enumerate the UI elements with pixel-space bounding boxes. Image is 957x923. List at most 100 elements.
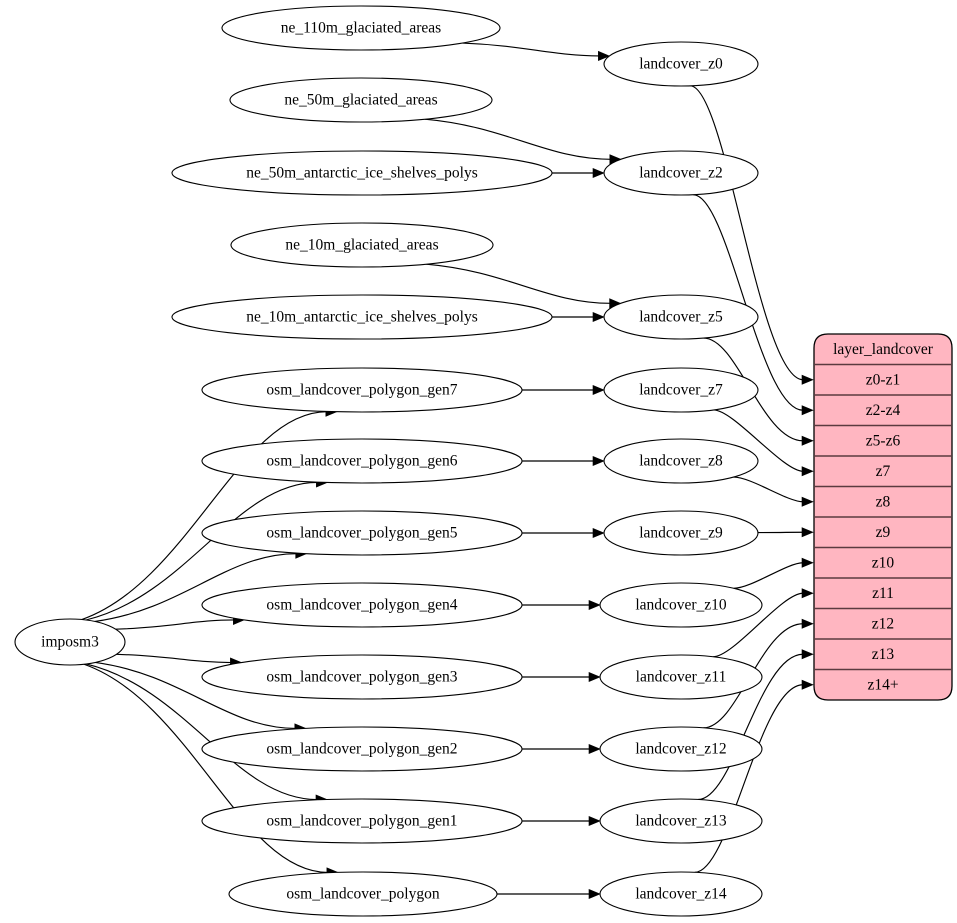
record-row-z7[interactable]: z7 bbox=[876, 463, 891, 480]
node-landcover_z11[interactable]: landcover_z11 bbox=[599, 654, 763, 700]
node-label: osm_landcover_polygon_gen5 bbox=[266, 525, 457, 542]
node-label: imposm3 bbox=[41, 634, 99, 651]
node-shape bbox=[603, 41, 759, 87]
node-shape bbox=[201, 582, 523, 628]
arrow-head bbox=[592, 527, 605, 539]
edge-imposm3-to-osm_landcover_polygon_gen5 bbox=[94, 553, 297, 623]
node-osm_landcover_polygon_gen1[interactable]: osm_landcover_polygon_gen1 bbox=[201, 798, 523, 844]
node-osm_landcover_polygon_gen4[interactable]: osm_landcover_polygon_gen4 bbox=[201, 582, 523, 628]
node-shape bbox=[599, 582, 763, 628]
record-node-layer: layer_landcover z0-z1 z2-z4 z5-z6 z7 z8 z9 z10 z… bbox=[813, 333, 953, 701]
edge-landcover_z2-to-z2-z4 bbox=[693, 194, 804, 411]
node-shape bbox=[599, 871, 763, 917]
node-landcover_z7[interactable]: landcover_z7 bbox=[603, 367, 759, 413]
node-shape bbox=[599, 654, 763, 700]
node-ne_50m_glaciated_areas[interactable]: ne_50m_glaciated_areas bbox=[229, 77, 493, 123]
record-row-z10[interactable]: z10 bbox=[872, 554, 895, 571]
node-label: landcover_z7 bbox=[639, 382, 723, 399]
node-label: landcover_z12 bbox=[635, 741, 726, 758]
edge-landcover_z0-to-z0-z1 bbox=[690, 85, 804, 381]
node-label: ne_50m_glaciated_areas bbox=[284, 92, 437, 109]
node-osm_landcover_polygon_gen6[interactable]: osm_landcover_polygon_gen6 bbox=[201, 438, 523, 484]
node-shape bbox=[201, 798, 523, 844]
edge-landcover_z14-to-z14+ bbox=[694, 684, 804, 873]
node-label: landcover_z9 bbox=[639, 525, 723, 542]
arrow-head bbox=[598, 50, 611, 61]
node-landcover_z13[interactable]: landcover_z13 bbox=[599, 798, 763, 844]
node-shape bbox=[201, 367, 523, 413]
record-row-z8[interactable]: z8 bbox=[876, 493, 891, 510]
record-row-z14+[interactable]: z14+ bbox=[867, 676, 898, 693]
node-imposm3[interactable]: imposm3 bbox=[14, 618, 126, 666]
edge-ne_50m_glaciated_areas-to-landcover_z2 bbox=[424, 118, 611, 160]
node-landcover_z0[interactable]: landcover_z0 bbox=[603, 41, 759, 87]
record-row-z9[interactable]: z9 bbox=[876, 524, 891, 541]
node-label: landcover_z8 bbox=[639, 453, 723, 470]
node-shape bbox=[171, 150, 553, 196]
node-ne_10m_glaciated_areas[interactable]: ne_10m_glaciated_areas bbox=[230, 222, 494, 268]
arrow-head bbox=[801, 588, 814, 599]
arrow-head bbox=[801, 649, 814, 660]
edge-imposm3-to-osm_landcover_polygon_gen2 bbox=[95, 661, 296, 729]
node-shape bbox=[603, 150, 759, 196]
edge-landcover_z8-to-z8 bbox=[733, 476, 804, 503]
node-label: osm_landcover_polygon_gen4 bbox=[266, 597, 457, 614]
node-shape bbox=[599, 726, 763, 772]
arrow-head bbox=[801, 405, 814, 416]
node-landcover_z10[interactable]: landcover_z10 bbox=[599, 582, 763, 628]
node-landcover_z8[interactable]: landcover_z8 bbox=[603, 438, 759, 484]
record-row-z2-z4[interactable]: z2-z4 bbox=[866, 402, 901, 419]
node-ne_110m_glaciated_areas[interactable]: ne_110m_glaciated_areas bbox=[221, 5, 501, 51]
node-label: ne_50m_antarctic_ice_shelves_polys bbox=[246, 165, 478, 182]
arrow-head bbox=[801, 496, 814, 507]
record-row-z11[interactable]: z11 bbox=[872, 585, 894, 602]
node-osm_landcover_polygon_gen3[interactable]: osm_landcover_polygon_gen3 bbox=[201, 654, 523, 700]
node-label: osm_landcover_polygon_gen1 bbox=[266, 813, 457, 830]
node-label: landcover_z0 bbox=[639, 56, 723, 73]
edge-ne_110m_glaciated_areas-to-landcover_z0 bbox=[462, 42, 600, 57]
node-label: osm_landcover_polygon_gen6 bbox=[266, 453, 457, 470]
node-label: osm_landcover_polygon_gen3 bbox=[266, 669, 457, 686]
record-node-layer_landcover[interactable]: layer_landcover z0-z1 z2-z4 z5-z6 z7 z8 z9 z10 z… bbox=[813, 333, 953, 701]
record-row-z5-z6[interactable]: z5-z6 bbox=[866, 432, 901, 449]
arrow-head bbox=[801, 557, 814, 568]
record-header-label: layer_landcover bbox=[833, 341, 934, 358]
node-label: landcover_z5 bbox=[639, 309, 723, 326]
node-landcover_z12[interactable]: landcover_z12 bbox=[599, 726, 763, 772]
edge-landcover_z11-to-z11 bbox=[713, 592, 804, 658]
node-landcover_z5[interactable]: landcover_z5 bbox=[603, 294, 759, 340]
arrow-head bbox=[592, 455, 605, 467]
arrow-head bbox=[588, 815, 601, 827]
edge-imposm3-to-osm_landcover_polygon_gen7 bbox=[81, 411, 327, 621]
edge-landcover_z10-to-z10 bbox=[733, 562, 804, 589]
arrow-head bbox=[801, 435, 814, 446]
record-row-z12[interactable]: z12 bbox=[872, 615, 894, 632]
node-label: landcover_z14 bbox=[635, 886, 726, 903]
edge-landcover_z7-to-z7 bbox=[713, 409, 804, 472]
node-ne_50m_antarctic_ice_shelves_polys[interactable]: ne_50m_antarctic_ice_shelves_polys bbox=[171, 150, 553, 196]
node-osm_landcover_polygon_gen5[interactable]: osm_landcover_polygon_gen5 bbox=[201, 510, 523, 556]
node-landcover_z2[interactable]: landcover_z2 bbox=[603, 150, 759, 196]
node-osm_landcover_polygon_gen7[interactable]: osm_landcover_polygon_gen7 bbox=[201, 367, 523, 413]
node-ne_10m_antarctic_ice_shelves_polys[interactable]: ne_10m_antarctic_ice_shelves_polys bbox=[171, 294, 553, 340]
edge-imposm3-to-osm_landcover_polygon_gen1 bbox=[86, 663, 317, 801]
node-landcover_z9[interactable]: landcover_z9 bbox=[603, 510, 759, 556]
arrow-head bbox=[801, 618, 814, 629]
node-shape bbox=[229, 77, 493, 123]
node-osm_landcover_polygon_gen2[interactable]: osm_landcover_polygon_gen2 bbox=[201, 726, 523, 772]
node-label: landcover_z2 bbox=[639, 165, 723, 182]
node-label: landcover_z10 bbox=[635, 597, 726, 614]
node-landcover_z14[interactable]: landcover_z14 bbox=[599, 871, 763, 917]
arrow-head bbox=[801, 374, 814, 385]
arrow-head bbox=[801, 679, 814, 690]
arrow-head bbox=[592, 384, 605, 396]
node-label: ne_10m_antarctic_ice_shelves_polys bbox=[246, 309, 478, 326]
node-shape bbox=[228, 871, 498, 917]
node-label: landcover_z13 bbox=[635, 813, 726, 830]
edge-ne_10m_glaciated_areas-to-landcover_z5 bbox=[426, 263, 611, 304]
record-row-z0-z1[interactable]: z0-z1 bbox=[866, 371, 900, 388]
node-label: osm_landcover_polygon_gen7 bbox=[266, 382, 457, 399]
record-row-z13[interactable]: z13 bbox=[872, 646, 895, 663]
node-osm_landcover_polygon[interactable]: osm_landcover_polygon bbox=[228, 871, 498, 917]
